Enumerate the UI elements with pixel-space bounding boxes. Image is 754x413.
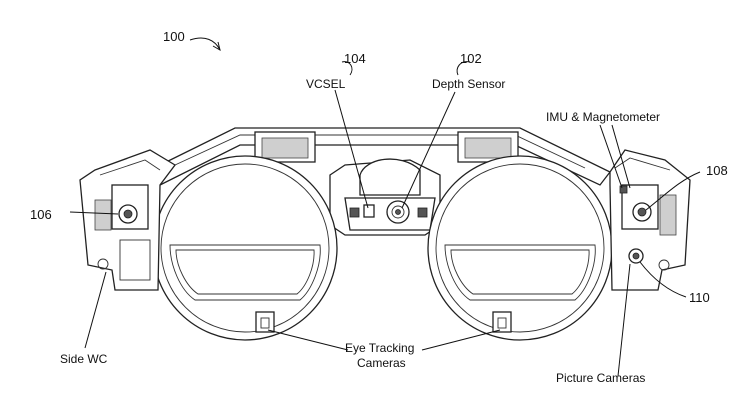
eye-tracking-camera-left	[256, 312, 274, 332]
ref-100: 100	[163, 29, 185, 44]
ref-110: 110	[689, 290, 710, 305]
eye-tracking-label-line1: Eye Tracking	[345, 341, 414, 355]
vcsel-element	[364, 205, 374, 217]
vcsel-label: VCSEL	[306, 77, 346, 91]
ref-104: 104	[344, 51, 366, 66]
ref-108: 108	[706, 163, 728, 178]
ref-106: 106	[30, 207, 52, 222]
bridge-module	[330, 159, 440, 235]
side-wc-label: Side WC	[60, 352, 108, 366]
picture-cameras-label: Picture Cameras	[556, 371, 645, 385]
left-lens	[153, 156, 337, 340]
eye-tracking-camera-right	[493, 312, 511, 332]
ref-102: 102	[460, 51, 482, 66]
depth-sensor-label: Depth Sensor	[432, 77, 505, 91]
right-temple	[610, 150, 690, 290]
right-lens	[428, 156, 612, 340]
eye-tracking-label-line2: Cameras	[357, 356, 406, 370]
imu-label: IMU & Magnetometer	[546, 110, 660, 124]
imu-chip	[620, 186, 627, 193]
